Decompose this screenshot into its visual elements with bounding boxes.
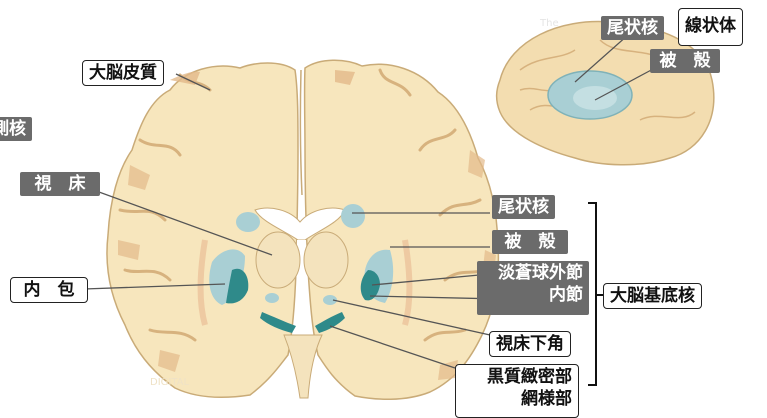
- label-sn-compacta: 黒質緻密部: [462, 366, 572, 388]
- label-cortex: 大脳皮質: [82, 60, 164, 86]
- right-hemisphere: [305, 60, 499, 399]
- label-globus-pallidus: 淡蒼球外節 内節: [477, 261, 589, 315]
- label-gp-internal: 内節: [483, 284, 583, 306]
- label-putamen: 被 殻: [492, 230, 568, 254]
- label-gp-external: 淡蒼球外節: [483, 262, 583, 284]
- label-subthalamic: 視床下角: [489, 331, 571, 357]
- label-internal-capsule: 内 包: [10, 277, 88, 303]
- watermark-bottom: DIGITAL: [150, 377, 190, 388]
- label-thalamus: 視 床: [20, 172, 100, 196]
- label-caudate: 尾状核: [492, 195, 555, 219]
- label-inset-caudate: 尾状核: [601, 16, 664, 40]
- watermark-top: The: [539, 18, 559, 29]
- caudate-left: [236, 212, 260, 232]
- basal-ganglia-bracket: [588, 203, 603, 385]
- label-basal-ganglia: 大脳基底核: [603, 283, 702, 309]
- label-lateral-fragment: 側核: [0, 117, 32, 141]
- label-inset-putamen: 被 殻: [650, 49, 720, 73]
- label-sn-reticulata: 網様部: [462, 388, 572, 410]
- label-inset-striatum: 線状体: [678, 8, 743, 46]
- caudate-right: [341, 204, 365, 228]
- thalamus-right: [304, 232, 348, 288]
- subthalamic-left: [265, 293, 279, 303]
- coronal-section: [107, 60, 498, 399]
- thalamus-left: [256, 232, 300, 288]
- label-substantia-nigra: 黒質緻密部 網様部: [455, 364, 579, 418]
